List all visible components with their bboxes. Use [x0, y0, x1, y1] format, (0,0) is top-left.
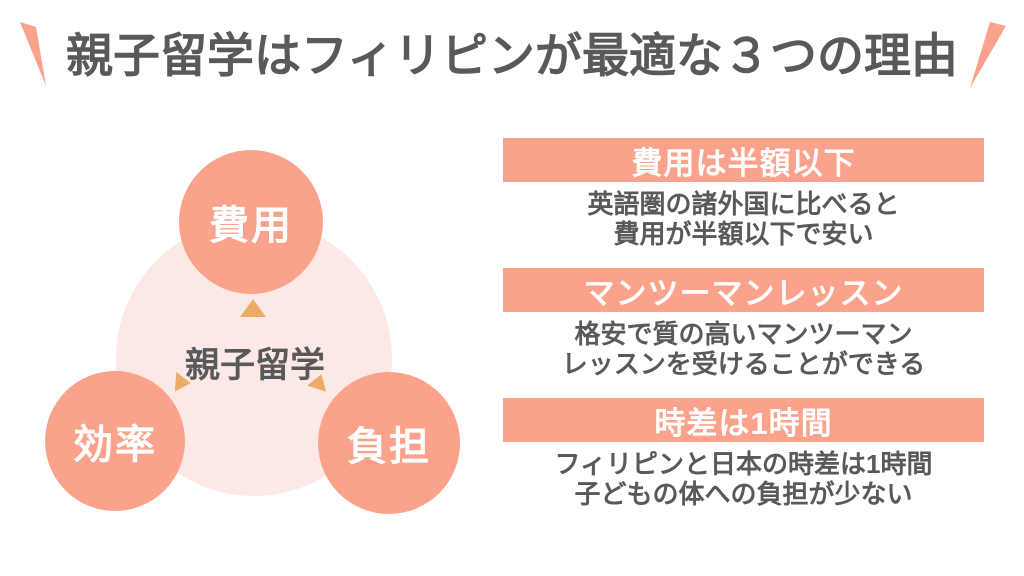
- reason-body-timezone-line1: フィリピンと日本の時差は1時間: [554, 449, 933, 479]
- title-accent-left-icon: [20, 22, 46, 86]
- reason-section-timezone: 時差は1時間 フィリピンと日本の時差は1時間 子どもの体への負担が少ない: [503, 398, 984, 509]
- reason-body-timezone-line2: 子どもの体への負担が少ない: [574, 479, 913, 509]
- reason-heading-timezone: 時差は1時間: [503, 398, 984, 442]
- reason-heading-lesson: マンツーマンレッスン: [503, 268, 984, 312]
- diagram-node-efficiency-label: 効率: [73, 423, 157, 467]
- page-title: 親子留学はフィリピンが最適な３つの理由: [65, 29, 959, 82]
- diagram-node-burden-label: 負担: [347, 425, 431, 469]
- diagram-center-label: 親子留学: [184, 346, 325, 385]
- reason-body-cost-line2: 費用が半額以下で安い: [613, 219, 874, 249]
- reason-body-timezone: フィリピンと日本の時差は1時間 子どもの体への負担が少ない: [503, 449, 984, 509]
- title-accent-right-icon: [970, 22, 1006, 88]
- reason-section-cost: 費用は半額以下 英語圏の諸外国に比べると 費用が半額以下で安い: [503, 138, 984, 249]
- triangle-up-icon: [240, 299, 266, 317]
- reason-heading-cost: 費用は半額以下: [503, 138, 984, 182]
- reason-body-lesson: 格安で質の高いマンツーマン レッスンを受けることができる: [503, 319, 984, 379]
- diagram-node-efficiency: 効率: [45, 371, 185, 511]
- diagram-node-cost-label: 費用: [209, 204, 293, 248]
- reason-body-lesson-line1: 格安で質の高いマンツーマン: [574, 319, 913, 349]
- reasons-column: 費用は半額以下 英語圏の諸外国に比べると 費用が半額以下で安い マンツーマンレッ…: [503, 138, 984, 528]
- reason-section-lesson: マンツーマンレッスン 格安で質の高いマンツーマン レッスンを受けることができる: [503, 268, 984, 379]
- diagram-node-cost: 費用: [179, 150, 323, 294]
- reason-body-cost: 英語圏の諸外国に比べると 費用が半額以下で安い: [503, 189, 984, 249]
- reason-body-lesson-line2: レッスンを受けることができる: [561, 349, 926, 379]
- reason-body-cost-line1: 英語圏の諸外国に比べると: [587, 189, 900, 219]
- diagram-node-burden: 負担: [318, 372, 460, 514]
